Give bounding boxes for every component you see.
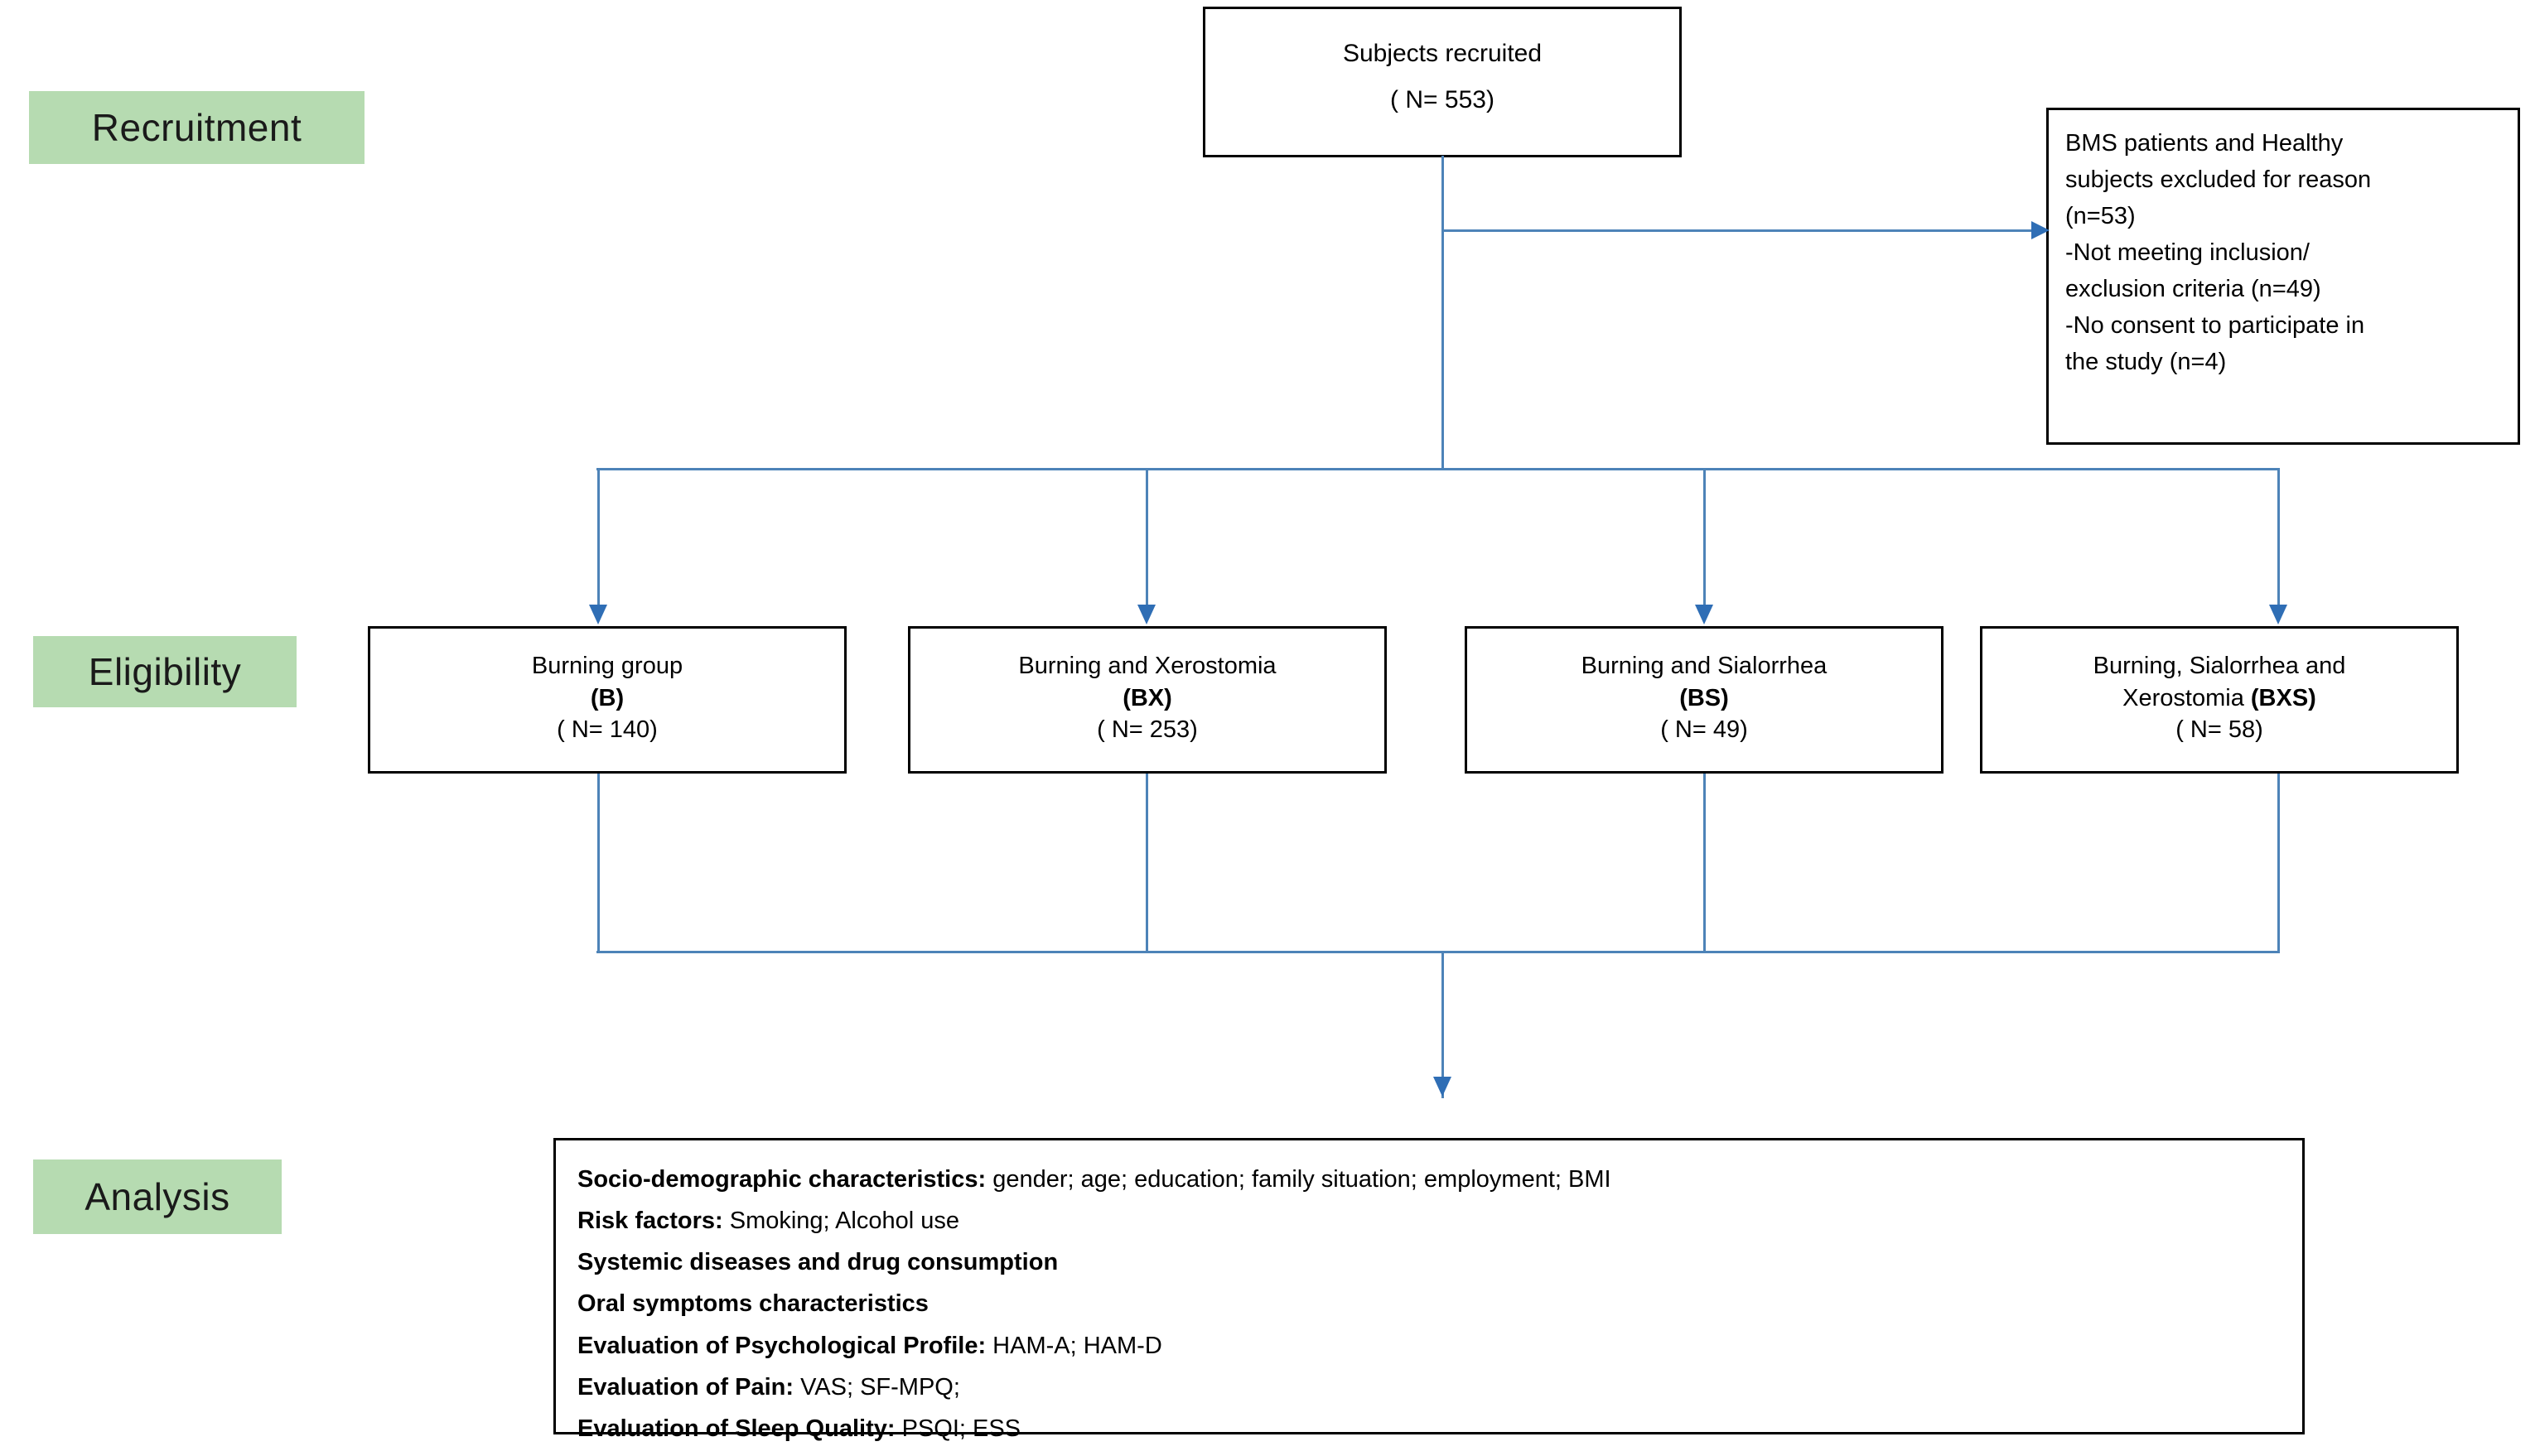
analysis-row-value: VAS; SF-MPQ; (794, 1373, 960, 1401)
connector-rise-group-1 (1146, 774, 1148, 953)
analysis-row-value: HAM-A; HAM-D (986, 1332, 1162, 1359)
stage-label-recruitment: Recruitment (29, 91, 365, 164)
node-analysis: Socio-demographic characteristics: gende… (553, 1138, 2305, 1442)
node-group-burning-sialorrhea-xerostomia: Burning, Sialorrhea and Xerostomia (BXS)… (1980, 626, 2459, 774)
analysis-row: Evaluation of Sleep Quality: PSQI; ESS (577, 1408, 2302, 1449)
stage-label-recruitment-text: Recruitment (91, 106, 302, 149)
stage-label-eligibility: Eligibility (33, 636, 297, 707)
group-name-line-1: Burning, Sialorrhea and (2093, 653, 2346, 679)
group-name-line-1: Burning group (531, 653, 683, 679)
analysis-row-value: Smoking; Alcohol use (722, 1208, 959, 1235)
stage-label-eligibility-text: Eligibility (88, 650, 242, 693)
node-group-burning: Burning group (B) ( N= 140) (368, 626, 847, 774)
excluded-line: exclusion criteria (n=49) (2065, 276, 2321, 303)
node-group-burning-xerostomia: Burning and Xerostomia (BX) ( N= 253) (908, 626, 1387, 774)
analysis-row: Risk factors: Smoking; Alcohol use (577, 1200, 2302, 1241)
arrow-down-icon (1695, 605, 1713, 624)
connector-drop-group-0 (597, 468, 600, 609)
node-group-burning-sialorrhea: Burning and Sialorrhea (BS) ( N= 49) (1465, 626, 1944, 774)
analysis-row-key: Socio-demographic characteristics: (577, 1166, 987, 1193)
group-count: ( N= 49) (1660, 716, 1748, 744)
connector-drop-group-1 (1146, 468, 1148, 609)
analysis-row: Socio-demographic characteristics: gende… (577, 1159, 2302, 1200)
group-abbr: (B) (590, 684, 625, 711)
group-name-line-2: Xerostomia (BXS) (2122, 682, 2316, 715)
arrow-down-icon (1433, 1077, 1451, 1097)
connector-merge-stem (1441, 951, 1444, 1098)
node-subjects-recruited-count: ( N= 553) (1390, 86, 1494, 114)
arrow-down-icon (2269, 605, 2287, 624)
connector-branch-bar (596, 468, 2280, 470)
stage-label-analysis-text: Analysis (84, 1175, 230, 1218)
stage-label-analysis: Analysis (33, 1159, 282, 1234)
excluded-line: -No consent to participate in (2065, 312, 2365, 340)
arrow-right-icon (2031, 221, 2050, 239)
group-count: ( N= 253) (1097, 716, 1198, 744)
node-excluded-subjects: BMS patients and Healthy subjects exclud… (2046, 108, 2520, 445)
analysis-row-key: Evaluation of Pain: (577, 1373, 794, 1401)
analysis-row: Evaluation of Psychological Profile: HAM… (577, 1325, 2302, 1367)
group-abbr: (BS) (1679, 684, 1729, 711)
connector-rise-group-3 (2277, 774, 2280, 953)
excluded-line: -Not meeting inclusion/ (2065, 239, 2310, 267)
analysis-row-key: Evaluation of Sleep Quality: (577, 1415, 896, 1442)
excluded-line: BMS patients and Healthy (2065, 130, 2344, 157)
analysis-row-value: gender; age; education; family situation… (986, 1166, 1611, 1193)
group-name-line-1: Burning and Xerostomia (1018, 653, 1277, 679)
group-name-line-2-text: Xerostomia (2122, 684, 2251, 711)
analysis-row-key: Systemic diseases and drug consumption (577, 1249, 1059, 1276)
group-abbr: (BX) (1123, 684, 1172, 711)
excluded-line: the study (n=4) (2065, 349, 2227, 376)
analysis-row: Evaluation of Pain: VAS; SF-MPQ; (577, 1367, 2302, 1408)
group-count: ( N= 58) (2175, 716, 2263, 744)
connector-merge-bar (596, 951, 2280, 953)
connector-drop-group-2 (1703, 468, 1706, 609)
connector-drop-group-3 (2277, 468, 2280, 609)
analysis-row-key: Risk factors: (577, 1208, 723, 1235)
group-abbr: (BXS) (2250, 684, 2316, 711)
connector-recruited-stem (1441, 156, 1444, 470)
group-name-line-1: Burning and Sialorrhea (1581, 653, 1828, 679)
connector-to-excluded (1441, 229, 2035, 232)
excluded-line: subjects excluded for reason (2065, 166, 2372, 194)
node-subjects-recruited-title: Subjects recruited (1342, 39, 1543, 67)
arrow-down-icon (1137, 605, 1156, 624)
group-count: ( N= 140) (557, 716, 658, 744)
analysis-row: Oral symptoms characteristics (577, 1283, 2302, 1324)
connector-rise-group-0 (597, 774, 600, 953)
arrow-down-icon (589, 605, 607, 624)
analysis-row-key: Evaluation of Psychological Profile: (577, 1332, 987, 1359)
excluded-line: (n=53) (2065, 203, 2136, 230)
connector-rise-group-2 (1703, 774, 1706, 953)
analysis-row: Systemic diseases and drug consumption (577, 1241, 2302, 1283)
analysis-row-key: Oral symptoms characteristics (577, 1290, 929, 1318)
analysis-row-value: PSQI; ESS (895, 1415, 1021, 1442)
node-subjects-recruited: Subjects recruited ( N= 553) (1203, 7, 1682, 157)
